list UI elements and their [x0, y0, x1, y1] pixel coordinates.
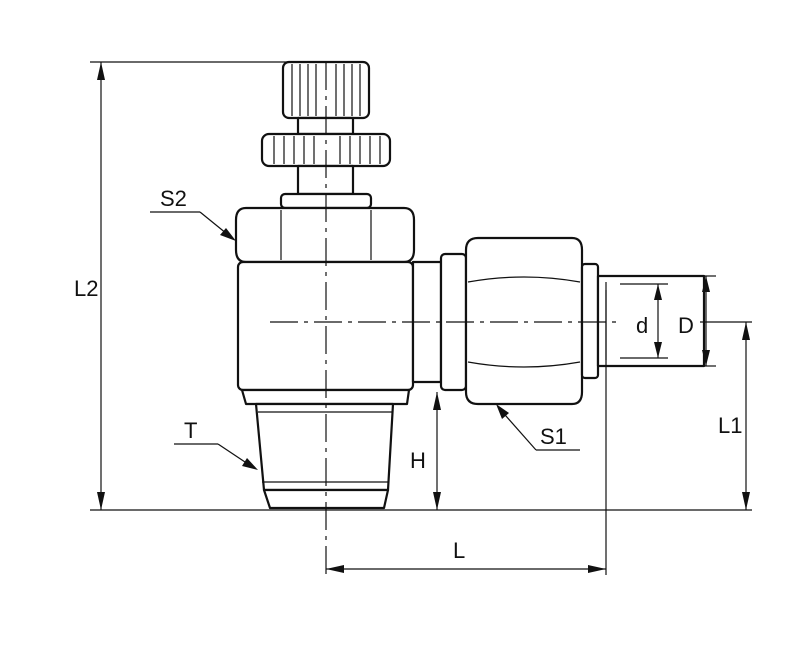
dimension-l1: L1 [718, 322, 750, 510]
side-hex-s1 [464, 236, 584, 406]
leader-t: T [174, 418, 258, 470]
tube-stub [580, 262, 706, 380]
adjust-stem-lower [279, 164, 373, 210]
dimension-l2: L2 [74, 62, 105, 510]
label-l1: L1 [718, 413, 742, 438]
extension-lines [90, 61, 752, 575]
dimension-d-small: d [636, 284, 662, 358]
label-s2: S2 [160, 186, 187, 211]
top-hex-s2 [234, 206, 416, 264]
leader-s2: S2 [150, 186, 236, 241]
label-l2: L2 [74, 276, 98, 301]
male-thread-t [240, 388, 411, 510]
dimension-d-large: D [678, 276, 710, 366]
label-h: H [410, 448, 426, 473]
center-lines [270, 62, 616, 575]
label-t: T [184, 418, 197, 443]
dimension-l: L [326, 538, 606, 573]
leader-s1: S1 [496, 404, 580, 451]
label-l: L [453, 538, 465, 563]
label-d-small: d [636, 313, 648, 338]
label-d-large: D [678, 313, 694, 338]
dimension-h: H [410, 392, 441, 510]
label-s1: S1 [540, 424, 567, 449]
